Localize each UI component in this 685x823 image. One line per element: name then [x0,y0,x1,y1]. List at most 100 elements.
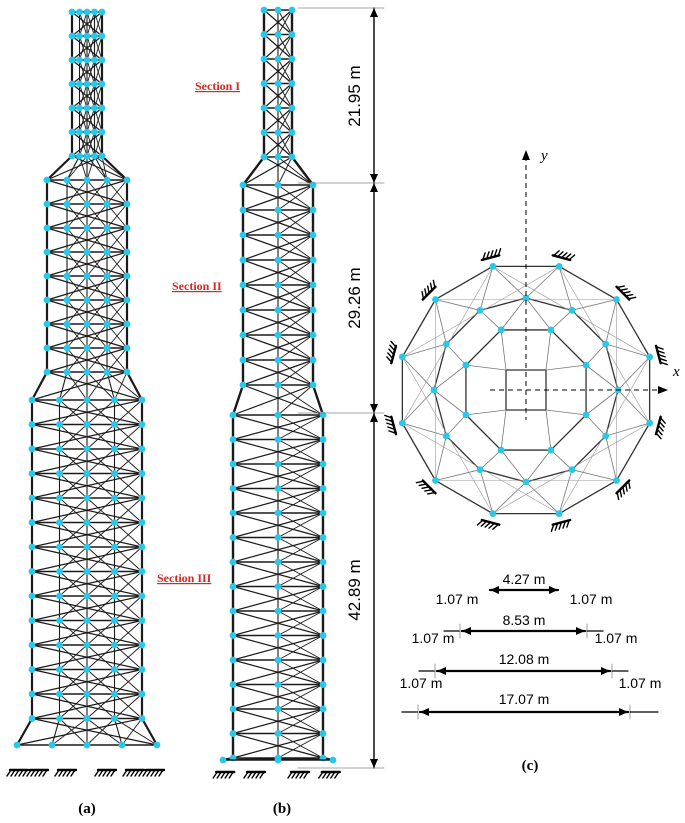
support-hatch [94,769,100,777]
support-hatch [22,769,28,777]
arrowhead [370,174,378,183]
node [274,411,282,419]
support-hatch [259,771,265,779]
support-hatch [251,771,257,779]
node [103,344,111,352]
node [138,666,146,673]
node [432,477,439,484]
member [86,35,95,61]
member [86,107,95,133]
support-hatch [130,769,136,777]
node [91,104,98,112]
node [68,152,76,160]
support-hatch [562,520,567,529]
member [86,693,115,719]
support-hatch [6,769,12,777]
node [76,104,83,112]
member [263,156,314,186]
member [277,34,293,60]
plan-bracing [479,265,494,311]
node [83,568,91,575]
node [319,460,327,468]
member [79,83,88,109]
node [274,583,282,590]
member [277,209,314,236]
member [59,620,88,646]
node [309,331,317,339]
member [290,155,315,187]
member [114,399,143,425]
node [309,256,317,264]
plan-width-2: 8.53 m [503,612,546,628]
node [319,583,327,590]
node [319,730,327,737]
node [56,421,63,428]
node [138,568,146,575]
plan-bracing [558,265,573,311]
node [274,632,282,639]
node [476,306,484,314]
fixed-support-icon [122,768,146,777]
support-hatch [616,491,620,501]
plan-bracing [401,356,435,391]
node [239,256,247,264]
member [277,586,324,612]
support-hatch [421,291,425,300]
plan-bracing [545,409,552,451]
plan-width-4: 17.07 m [499,691,550,707]
node [43,224,51,232]
support-hatch [658,357,667,362]
node [319,436,327,443]
support-hatch [566,519,570,528]
node [28,445,36,453]
support-hatch [658,420,665,428]
member [113,717,123,746]
support-hatch [220,771,226,779]
member [66,227,88,253]
arrowhead [420,708,429,716]
node [111,666,118,673]
support-hatch [62,769,68,777]
node [68,128,76,136]
member [79,155,88,181]
node [138,396,146,404]
plan-bracing [465,364,507,371]
node [83,641,91,649]
node [462,361,470,369]
node [83,421,91,428]
node [28,617,36,624]
member [277,512,324,538]
member [114,620,143,646]
node [274,231,282,239]
node [56,666,63,673]
fixed-support-icon [415,479,437,495]
node [56,568,63,575]
support-hatch [14,769,20,777]
node [288,6,296,14]
support-hatch [387,352,394,360]
member [277,259,314,286]
support-hatch [556,251,564,258]
member [277,659,324,685]
node [83,152,91,160]
support-hatch [142,769,148,777]
node [43,320,51,328]
node [56,396,63,404]
node [83,715,91,722]
member [114,497,143,523]
node [83,200,91,208]
node [309,356,317,364]
support-hatch [385,418,394,423]
node [329,756,337,764]
plan-bracing [525,265,560,299]
support-hatch [427,285,430,294]
node [229,509,237,517]
plan-width-3: 12.08 m [499,651,550,667]
support-hatch [58,769,64,777]
node [229,730,237,737]
height-dimension-lines [297,7,385,769]
node [398,419,406,427]
node [274,55,282,63]
member [311,383,325,417]
